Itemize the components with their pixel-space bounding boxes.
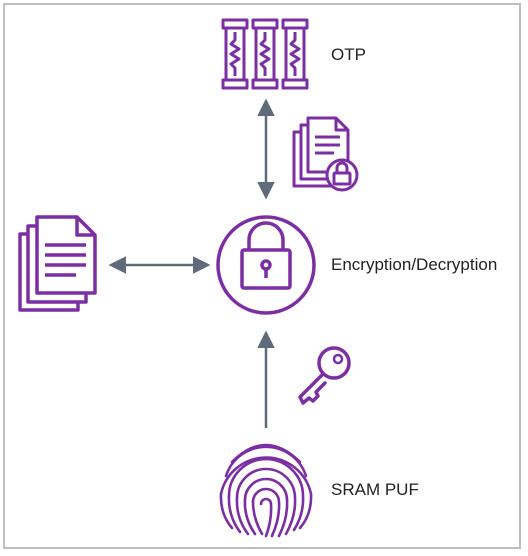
fuses-icon [221, 18, 309, 90]
otp-label: OTP [331, 45, 366, 64]
fingerprint-icon [219, 443, 313, 538]
key-icon [298, 346, 351, 405]
locked-documents-icon [292, 116, 359, 192]
lock-circle-icon [216, 215, 316, 315]
documents-icon [18, 215, 97, 312]
sram-puf-label: SRAM PUF [331, 480, 419, 499]
encryption-label: Encryption/Decryption [331, 255, 498, 274]
